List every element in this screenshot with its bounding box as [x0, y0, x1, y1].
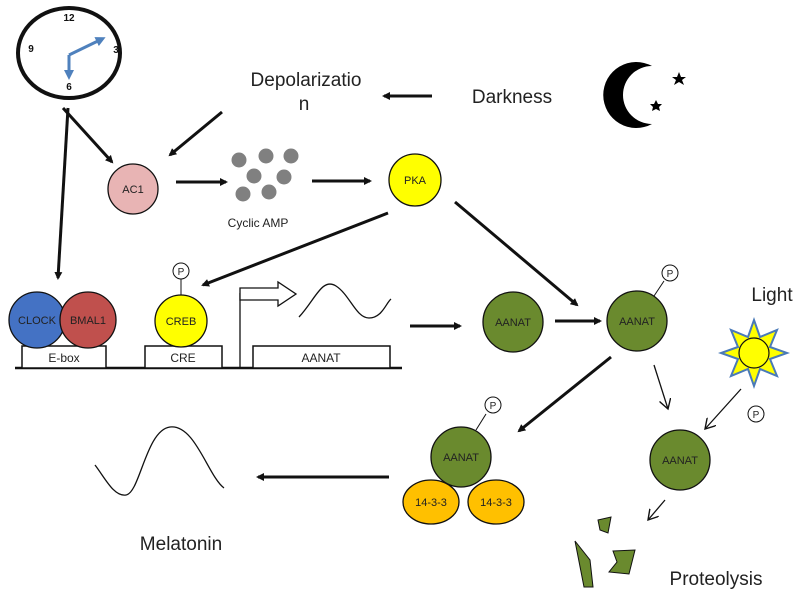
clock-number-3: 3	[113, 45, 119, 56]
aanat-1433-complex: P 14-3-3 14-3-3 AANAT	[402, 396, 525, 525]
clock-number-6: 6	[66, 82, 72, 93]
pka-label: PKA	[404, 175, 427, 187]
star-icon	[650, 100, 662, 111]
p1433-left-label: 14-3-3	[415, 497, 447, 509]
aanat-label: AANAT	[495, 317, 531, 329]
clock-number-9: 9	[28, 44, 34, 55]
arrow-depolarization-to-ac1	[168, 110, 223, 157]
moon-icon	[603, 61, 652, 128]
clock-minute-hand	[68, 37, 106, 57]
ac1-label: AC1	[122, 184, 143, 196]
aanat-degrading-node: AANAT	[649, 429, 711, 491]
aanat-gene-label: AANAT	[301, 351, 341, 365]
arrow-aanat-to-free	[653, 364, 668, 409]
ebox-element: E-box	[21, 345, 107, 369]
arrow-clock-to-ac1	[61, 106, 114, 164]
depolarization-label-continued: n	[299, 94, 310, 115]
clock-icon: 12 3 6 9	[16, 6, 122, 100]
p1433-right-label: 14-3-3	[480, 497, 512, 509]
darkness-label: Darkness	[472, 87, 552, 108]
melatonin-wave	[94, 426, 225, 496]
ebox-label: E-box	[48, 351, 79, 365]
creb-label: CREB	[166, 316, 197, 328]
depolarization-label: Depolarizatio	[251, 70, 362, 91]
pka-node: PKA	[388, 153, 442, 207]
arrow-pka-to-creb	[201, 211, 389, 287]
mrna-wave	[298, 283, 392, 319]
bmal1-label: BMAL1	[70, 315, 106, 327]
clock-protein-node: CLOCK	[8, 291, 66, 349]
cyclic-amp-cluster	[231, 148, 299, 202]
creb-node: P CREB	[154, 262, 208, 348]
aanat-node: AANAT	[482, 291, 544, 353]
arrow-clock-to-ebox	[54, 107, 70, 280]
arrow-aanat-to-1433-complex	[517, 355, 612, 433]
star-icon	[672, 72, 686, 85]
aanat-phosphorylated-node: P AANAT	[606, 264, 679, 352]
ac1-node: AC1	[107, 163, 159, 215]
clock-protein-label: CLOCK	[18, 315, 57, 327]
protein-fragments	[574, 516, 636, 588]
bmal1-node: BMAL1	[59, 291, 117, 349]
free-phosphate: P	[747, 405, 765, 423]
cre-label: CRE	[170, 351, 195, 365]
aanat-gene-element: AANAT	[252, 345, 391, 369]
creb-phospho-label: P	[178, 267, 185, 278]
aanat-degrading-label: AANAT	[662, 455, 698, 467]
arrow-light-to-aanat	[705, 388, 742, 429]
transcription-start-arrow	[239, 280, 298, 368]
light-label: Light	[751, 285, 793, 306]
sun-icon	[717, 316, 791, 390]
aanat-phospho-label: P	[667, 269, 674, 280]
complex-phospho-label: P	[490, 401, 497, 412]
free-phosphate-label: P	[753, 410, 760, 421]
proteolysis-label: Proteolysis	[670, 569, 763, 590]
complex-aanat-label: AANAT	[443, 452, 479, 464]
aanat-phosphorylated-label: AANAT	[619, 316, 655, 328]
clock-number-12: 12	[63, 13, 75, 24]
arrow-aanat-to-proteolysis	[648, 499, 666, 520]
arrow-pka-to-aanat-phosphorylated	[454, 200, 579, 307]
melatonin-label: Melatonin	[140, 534, 222, 555]
cre-element: CRE	[144, 345, 223, 369]
cyclic-amp-label: Cyclic AMP	[228, 216, 289, 230]
